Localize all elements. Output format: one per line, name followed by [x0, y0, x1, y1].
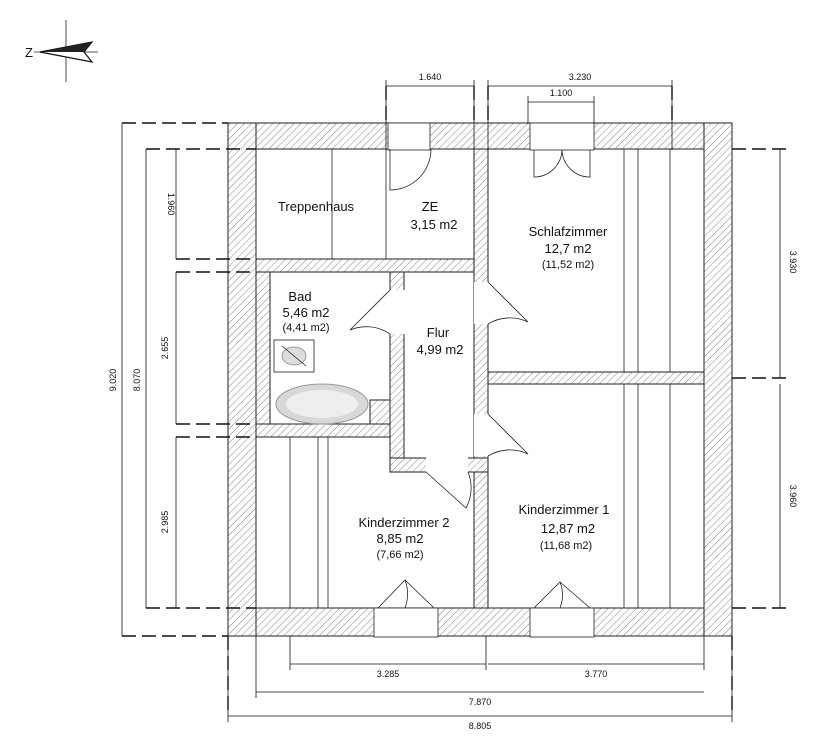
room-kinderzimmer1-name: Kinderzimmer 1: [518, 502, 609, 517]
dim-left-4: 8.070: [132, 369, 142, 392]
dim-top-1: 1.640: [419, 72, 442, 82]
dim-bottom-2: 3.770: [585, 669, 608, 679]
stair-lines: [289, 149, 671, 608]
window-icon: [373, 122, 595, 638]
dim-left-2: 2.655: [160, 337, 170, 360]
bathtub-icon: [275, 383, 369, 425]
dim-right-1: 3.930: [788, 251, 798, 274]
room-kinderzimmer2-name: Kinderzimmer 2: [358, 515, 449, 530]
outer-walls: [227, 122, 733, 637]
room-schlafzimmer-net: (11,52 m2): [542, 259, 594, 271]
room-schlafzimmer-name: Schlafzimmer: [529, 224, 608, 239]
dim-bottom-4: 8.805: [469, 721, 492, 731]
door-swing-icon: [349, 148, 591, 609]
dim-left-1: 1.960: [166, 193, 176, 216]
room-flur-name: Flur: [427, 325, 450, 340]
interior-walls: [255, 148, 705, 609]
north-arrow-icon: Z: [25, 20, 98, 82]
openings: [374, 123, 594, 637]
room-bad-area: 5,46 m2: [283, 305, 330, 320]
room-kinderzimmer1-area: 12,87 m2: [541, 521, 595, 536]
svg-text:Z: Z: [25, 45, 33, 60]
room-flur-area: 4,99 m2: [417, 342, 464, 357]
room-kinderzimmer1-net: (11,68 m2): [540, 540, 592, 552]
room-bad-name: Bad: [288, 289, 311, 304]
dim-left-5: 9.020: [108, 369, 118, 392]
dashed-lines: [122, 86, 790, 716]
dim-top-2: 3.230: [569, 72, 592, 82]
room-treppenhaus-name: Treppenhaus: [278, 199, 355, 214]
room-schlafzimmer-area: 12,7 m2: [545, 241, 592, 256]
dim-top-3: 1.100: [550, 88, 573, 98]
dim-bottom-1: 3.285: [377, 669, 400, 679]
dim-left-3: 2.985: [160, 511, 170, 534]
dim-right-2: 3.960: [788, 485, 798, 508]
dim-bottom-3: 7.870: [469, 697, 492, 707]
room-kinderzimmer2-area: 8,85 m2: [377, 531, 424, 546]
room-ze-name: ZE: [422, 199, 439, 214]
room-bad-net: (4,41 m2): [282, 322, 329, 334]
room-ze-area: 3,15 m2: [411, 217, 458, 232]
room-kinderzimmer2-net: (7,66 m2): [376, 549, 423, 561]
washbasin-icon: [273, 339, 315, 373]
